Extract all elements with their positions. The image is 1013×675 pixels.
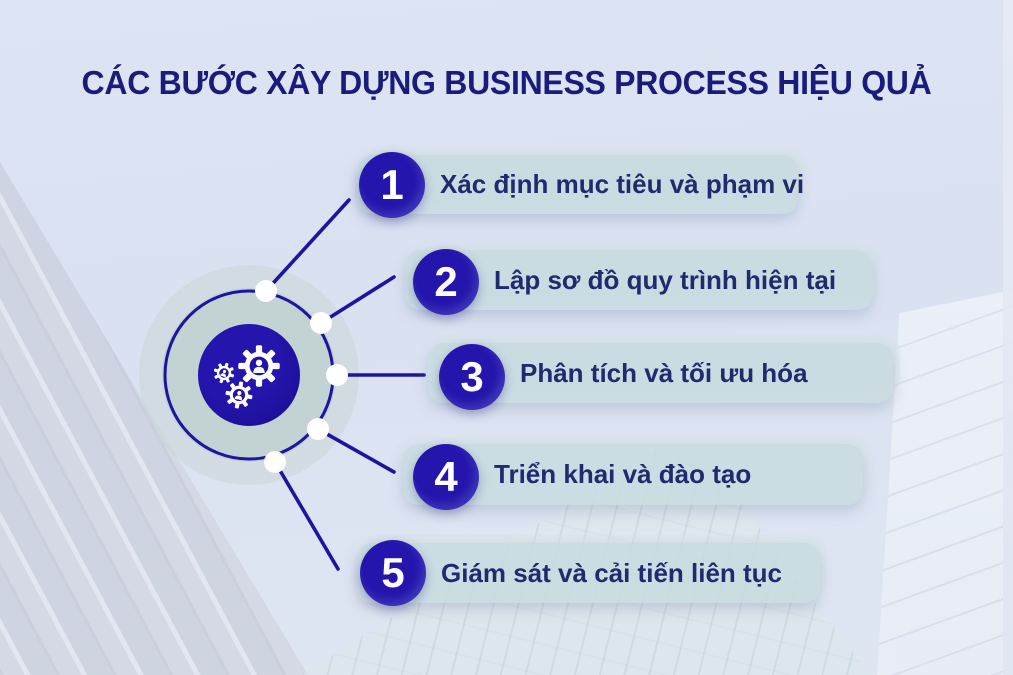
- connector-line-2: [319, 275, 396, 325]
- hub-halo-inner: [162, 288, 336, 462]
- step-pill: [357, 155, 798, 214]
- connector-dot-5: [264, 451, 286, 473]
- step-number-badge: 5: [360, 540, 426, 606]
- connector-dot-4: [307, 418, 329, 440]
- hub-ring: [163, 289, 335, 461]
- step-pill: [428, 343, 893, 403]
- connector-dot-2: [310, 312, 332, 334]
- step-number-badge: 3: [439, 344, 505, 410]
- hub-circle: [198, 324, 300, 426]
- connector-dot-3: [326, 364, 348, 386]
- step-number-badge: 1: [359, 152, 425, 218]
- step-label: Giám sát và cải tiến liên tục: [441, 557, 783, 588]
- step-number-badge: 4: [413, 444, 479, 510]
- step-label: Lập sơ đồ quy trình hiện tại: [494, 264, 837, 295]
- connector-dot-1: [255, 280, 277, 302]
- page-title: CÁC BƯỚC XÂY DỰNG BUSINESS PROCESS HIỆU …: [81, 64, 932, 101]
- building-edge-right: [1003, 0, 1013, 675]
- step-pill: [405, 250, 873, 310]
- connector-line-5: [273, 460, 340, 571]
- step-label: Triển khai và đào tạo: [494, 459, 752, 489]
- step-label: Xác định mục tiêu và phạm vi: [440, 169, 805, 199]
- connector-line-1: [264, 198, 351, 293]
- hub-halo-outer: [139, 265, 359, 485]
- gears-people-icon: [210, 345, 280, 411]
- step-label: Phân tích và tối ưu hóa: [520, 357, 808, 388]
- step-number-badge: 2: [413, 249, 479, 315]
- connector-line-4: [316, 427, 396, 474]
